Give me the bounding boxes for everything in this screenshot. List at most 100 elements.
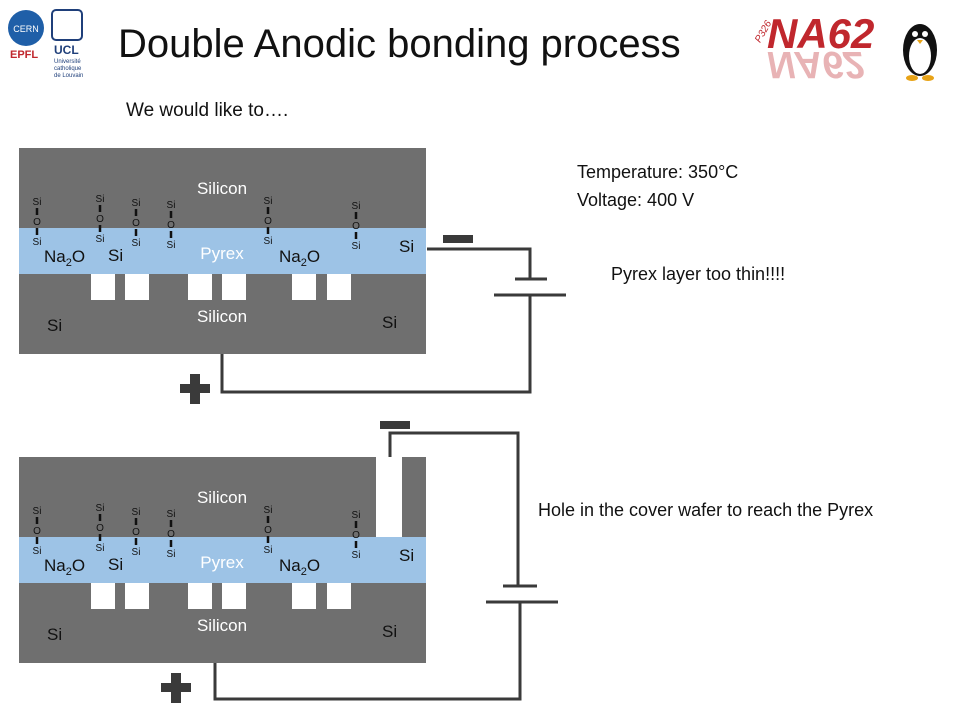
bond-si-top: Si — [167, 200, 176, 211]
top-wire-negative — [427, 247, 532, 278]
cern-epfl-ucl-logo: CERN EPFL UCL Université catholique de L… — [4, 6, 88, 82]
bond-oxygen: O — [352, 530, 360, 541]
pyrex-layer — [19, 537, 426, 583]
si-label-bottom-right: Si — [382, 622, 397, 641]
ucl-logo-text: UCL — [54, 43, 79, 57]
bond-oxygen: O — [96, 214, 104, 225]
hole-note: Hole in the cover wafer to reach the Pyr… — [538, 500, 874, 520]
bond-si-top: Si — [352, 201, 361, 212]
pyrex-thin-note: Pyrex layer too thin!!!! — [611, 264, 786, 284]
bond-si-bottom: Si — [33, 237, 42, 248]
bond-si-top: Si — [264, 196, 273, 207]
cavity — [91, 274, 115, 300]
bond-oxygen: O — [352, 221, 360, 232]
bond-oxygen: O — [33, 217, 41, 228]
na2o-label: Na2O — [279, 556, 320, 578]
bond-si-bottom: Si — [33, 546, 42, 557]
pyrex-label: Pyrex — [200, 553, 244, 572]
temperature-note: Temperature: 350°C — [577, 162, 739, 182]
si-label-pyrex: Si — [108, 246, 123, 265]
cavity — [188, 274, 212, 300]
bond-oxygen: O — [132, 218, 140, 229]
bond-si-bottom: Si — [132, 238, 141, 249]
bond-si-bottom: Si — [96, 543, 105, 554]
na62-reflection: NA62 — [767, 43, 864, 84]
top-wire-positive — [220, 295, 532, 394]
bond-si-bottom: Si — [96, 234, 105, 245]
cavity — [327, 583, 351, 609]
cavity — [125, 274, 149, 300]
bond-oxygen: O — [33, 526, 41, 537]
bond-si-top: Si — [33, 506, 42, 517]
cover-wafer-hole — [376, 457, 402, 537]
bond-si-top: Si — [264, 505, 273, 516]
bond-si-bottom: Si — [352, 241, 361, 252]
si-label-bottom-left: Si — [47, 316, 62, 335]
bond-oxygen: O — [96, 523, 104, 534]
plus-sign-bottom — [161, 673, 191, 703]
slide-subtitle: We would like to…. — [126, 100, 289, 121]
silicon-bottom-label: Silicon — [197, 616, 247, 635]
voltage-note: Voltage: 400 V — [577, 190, 695, 210]
cavity — [91, 583, 115, 609]
minus-sign-bottom — [380, 421, 410, 429]
si-label-bottom-right: Si — [382, 313, 397, 332]
bottom-wire-positive — [213, 602, 522, 701]
bond-si-top: Si — [352, 510, 361, 521]
slide-title: Double Anodic bonding process — [118, 22, 681, 66]
bond-si-bottom: Si — [132, 547, 141, 558]
bond-si-bottom: Si — [264, 545, 273, 556]
bond-si-bottom: Si — [264, 236, 273, 247]
cavity — [125, 583, 149, 609]
bond-si-top: Si — [167, 509, 176, 520]
bond-si-top: Si — [96, 194, 105, 205]
cavity — [292, 583, 316, 609]
circuit-wires — [213, 247, 532, 701]
bond-si-bottom: Si — [167, 240, 176, 251]
bond-si-top: Si — [33, 197, 42, 208]
cavity — [222, 583, 246, 609]
si-label-right: Si — [399, 237, 414, 256]
svg-text:catholique: catholique — [54, 66, 82, 72]
epfl-logo-text: EPFL — [10, 49, 38, 61]
na2o-label: Na2O — [44, 247, 85, 269]
bond-si-bottom: Si — [167, 549, 176, 560]
cern-logo-text: CERN — [13, 24, 39, 34]
si-label-bottom-left: Si — [47, 625, 62, 644]
ucl-crest-icon — [51, 9, 83, 41]
si-label-right: Si — [399, 546, 414, 565]
silicon-top-label: Silicon — [197, 488, 247, 507]
cavity — [188, 583, 212, 609]
bond-si-top: Si — [96, 503, 105, 514]
penguin-icon — [903, 24, 937, 81]
cavity — [222, 274, 246, 300]
pyrex-label: Pyrex — [200, 244, 244, 263]
battery-top — [494, 277, 566, 297]
battery-bottom — [486, 584, 558, 604]
svg-text:de Louvain: de Louvain — [54, 73, 83, 79]
cavity — [292, 274, 316, 300]
na62-logo-text: NA62 — [767, 10, 874, 57]
na2o-label: Na2O — [279, 247, 320, 269]
bond-si-top: Si — [132, 198, 141, 209]
silicon-top-label: Silicon — [197, 179, 247, 198]
na2o-label: Na2O — [44, 556, 85, 578]
pyrex-layer — [19, 228, 426, 274]
bond-oxygen: O — [264, 216, 272, 227]
bond-si-top: Si — [132, 507, 141, 518]
bond-oxygen: O — [167, 529, 175, 540]
silicon-bottom-label: Silicon — [197, 307, 247, 326]
